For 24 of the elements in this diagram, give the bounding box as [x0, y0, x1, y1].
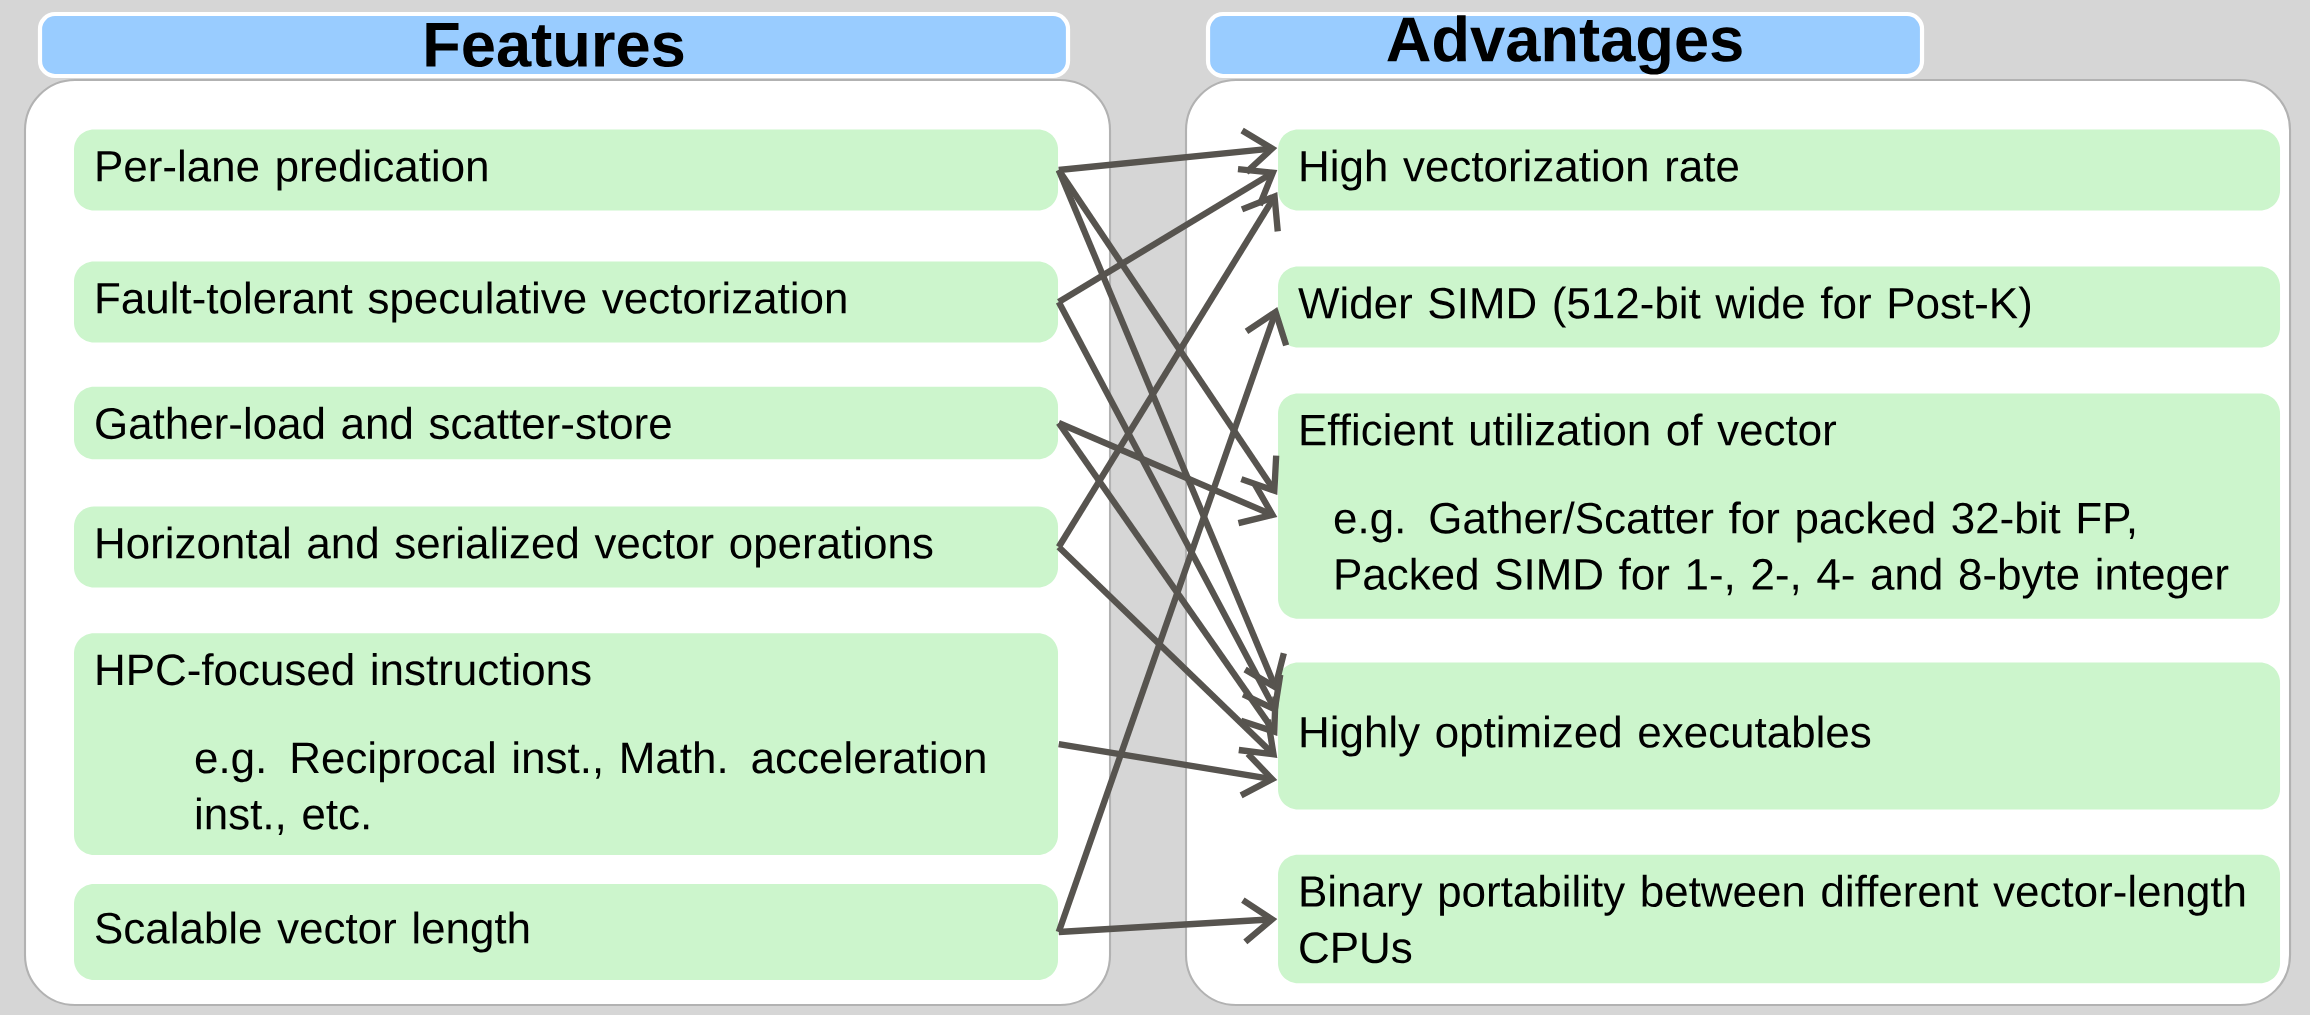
advantage-box: Wider SIMD (512-bit wide for Post-K) — [1278, 266, 2281, 348]
feature-box: Per-lane predication — [74, 129, 1058, 211]
feature-box: Scalable vector length — [74, 884, 1058, 980]
arrow — [1055, 168, 1287, 692]
arrow — [1057, 420, 1278, 527]
advantage-box: Highly optimized executables — [1278, 662, 2281, 810]
feature-box: Horizontal and serialized vector operations — [74, 506, 1058, 588]
arrow — [1056, 192, 1281, 549]
arrow — [1058, 127, 1278, 175]
feature-box: Fault-tolerant speculative vectorization — [74, 261, 1058, 343]
arrow — [1055, 307, 1290, 934]
header-box: Advantages — [1205, 11, 1925, 79]
arrow — [1056, 544, 1278, 758]
arrow — [1058, 897, 1278, 945]
arrow — [1056, 421, 1279, 736]
feature-box: HPC-focused instructions e.g. Reciprocal inst., Math. acceleration inst., etc. — [74, 633, 1058, 855]
header-box: Features — [37, 11, 1071, 79]
arrow — [1056, 168, 1280, 495]
advantage-box: Binary portability between different vector-length CPUs — [1278, 854, 2281, 984]
arrow — [1057, 166, 1278, 305]
advantage-box: High vectorization rate — [1278, 129, 2281, 211]
feature-box: Gather-load and scatter-store — [74, 386, 1058, 460]
arrow — [1058, 740, 1278, 799]
advantage-box: Efficient utilization of vector e.g. Gather/Scatter for packed 32-bit FP, Packed SIMD for 1-, 2-, 4- and 8-byte integer — [1278, 393, 2281, 619]
